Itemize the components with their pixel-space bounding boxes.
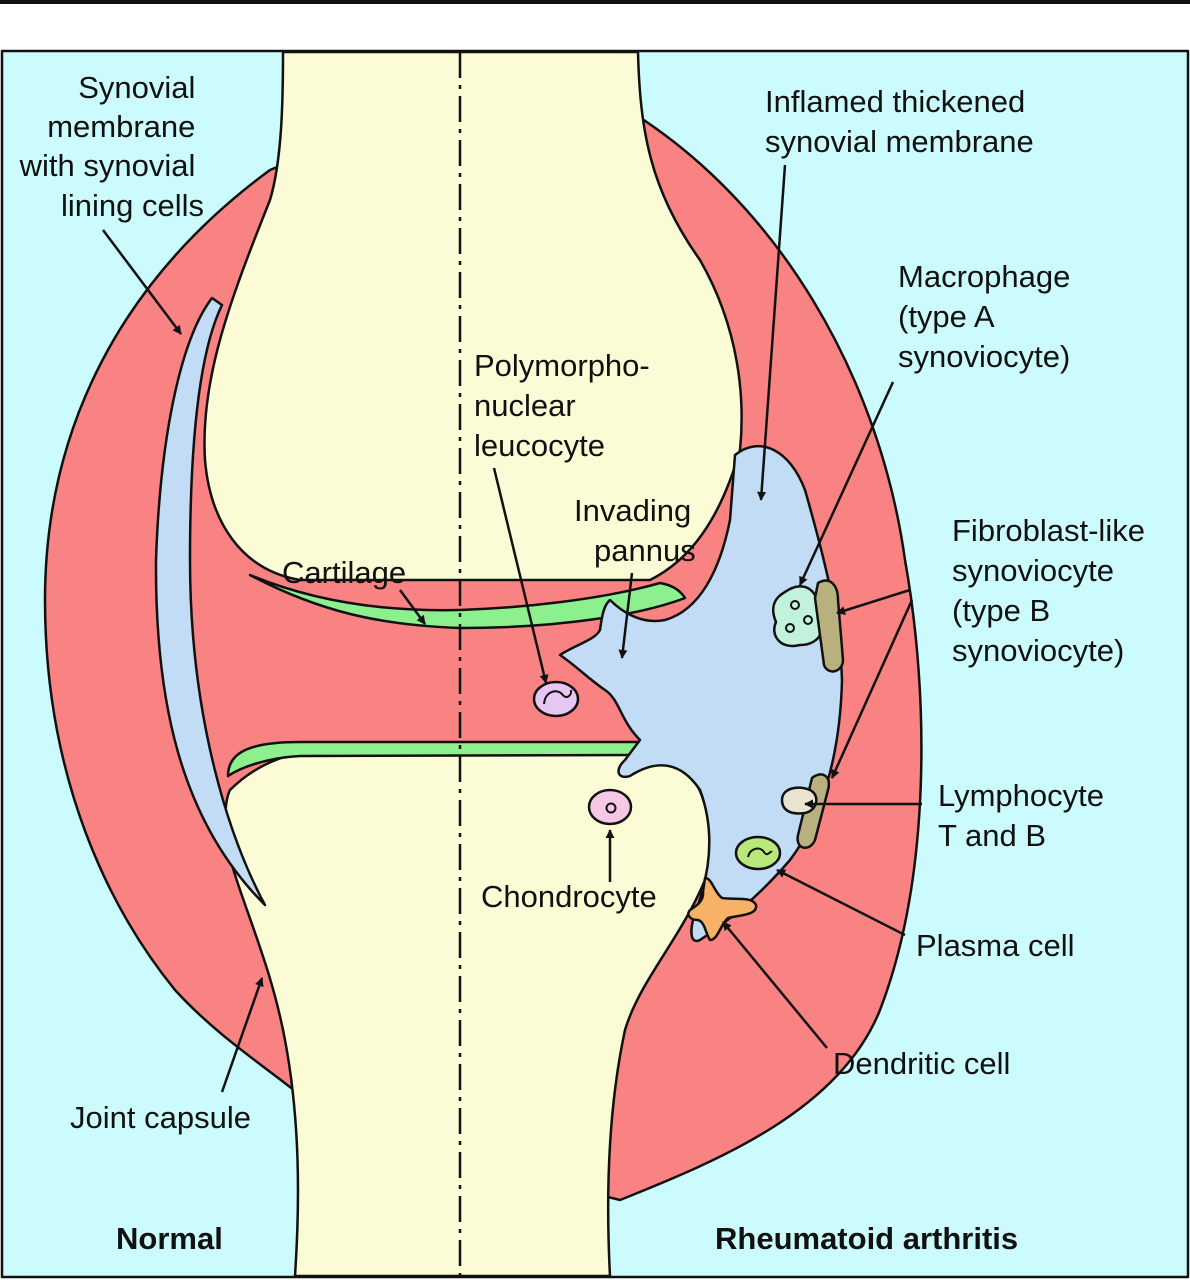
top-rule xyxy=(0,0,1190,4)
upper-bone xyxy=(203,50,743,582)
fibroblast-cell-upper xyxy=(813,579,845,673)
pmn-cell xyxy=(532,680,580,718)
inflamed-synovium-pannus xyxy=(558,444,844,943)
normal-synovial-membrane xyxy=(154,296,267,907)
label-lymphocyte: Lymphocyte T and B xyxy=(938,778,1113,853)
annotation-arrows xyxy=(102,164,922,1093)
dendritic-cell xyxy=(687,876,758,942)
label-normal-side: Normal xyxy=(116,1221,223,1256)
plasma-cell xyxy=(734,835,782,871)
label-joint-capsule: Joint capsule xyxy=(70,1100,251,1135)
label-fibroblast: Fibroblast-like synoviocyte (type B syno… xyxy=(952,513,1154,668)
label-pmn: Polymorpho- nuclear leucocyte xyxy=(474,348,658,463)
label-macrophage: Macrophage (type A synoviocyte) xyxy=(898,259,1079,374)
chondrocyte-cell xyxy=(587,788,633,826)
label-chondrocyte: Chondrocyte xyxy=(481,879,657,914)
label-pannus: Invading pannus xyxy=(574,493,700,568)
label-dendritic-cell: Dendritic cell xyxy=(833,1046,1010,1081)
label-cartilage: Cartilage xyxy=(282,555,406,590)
label-inflamed-membrane: Inflamed thickened synovial membrane xyxy=(765,84,1034,159)
label-synovial-membrane: Synovial membrane with synovial lining c… xyxy=(19,70,204,223)
label-ra-side: Rheumatoid arthritis xyxy=(715,1221,1018,1256)
fibroblast-cell-lower xyxy=(796,773,831,849)
macrophage-cell xyxy=(772,585,824,648)
lymphocyte-cell xyxy=(780,786,818,815)
label-plasma-cell: Plasma cell xyxy=(916,928,1075,963)
